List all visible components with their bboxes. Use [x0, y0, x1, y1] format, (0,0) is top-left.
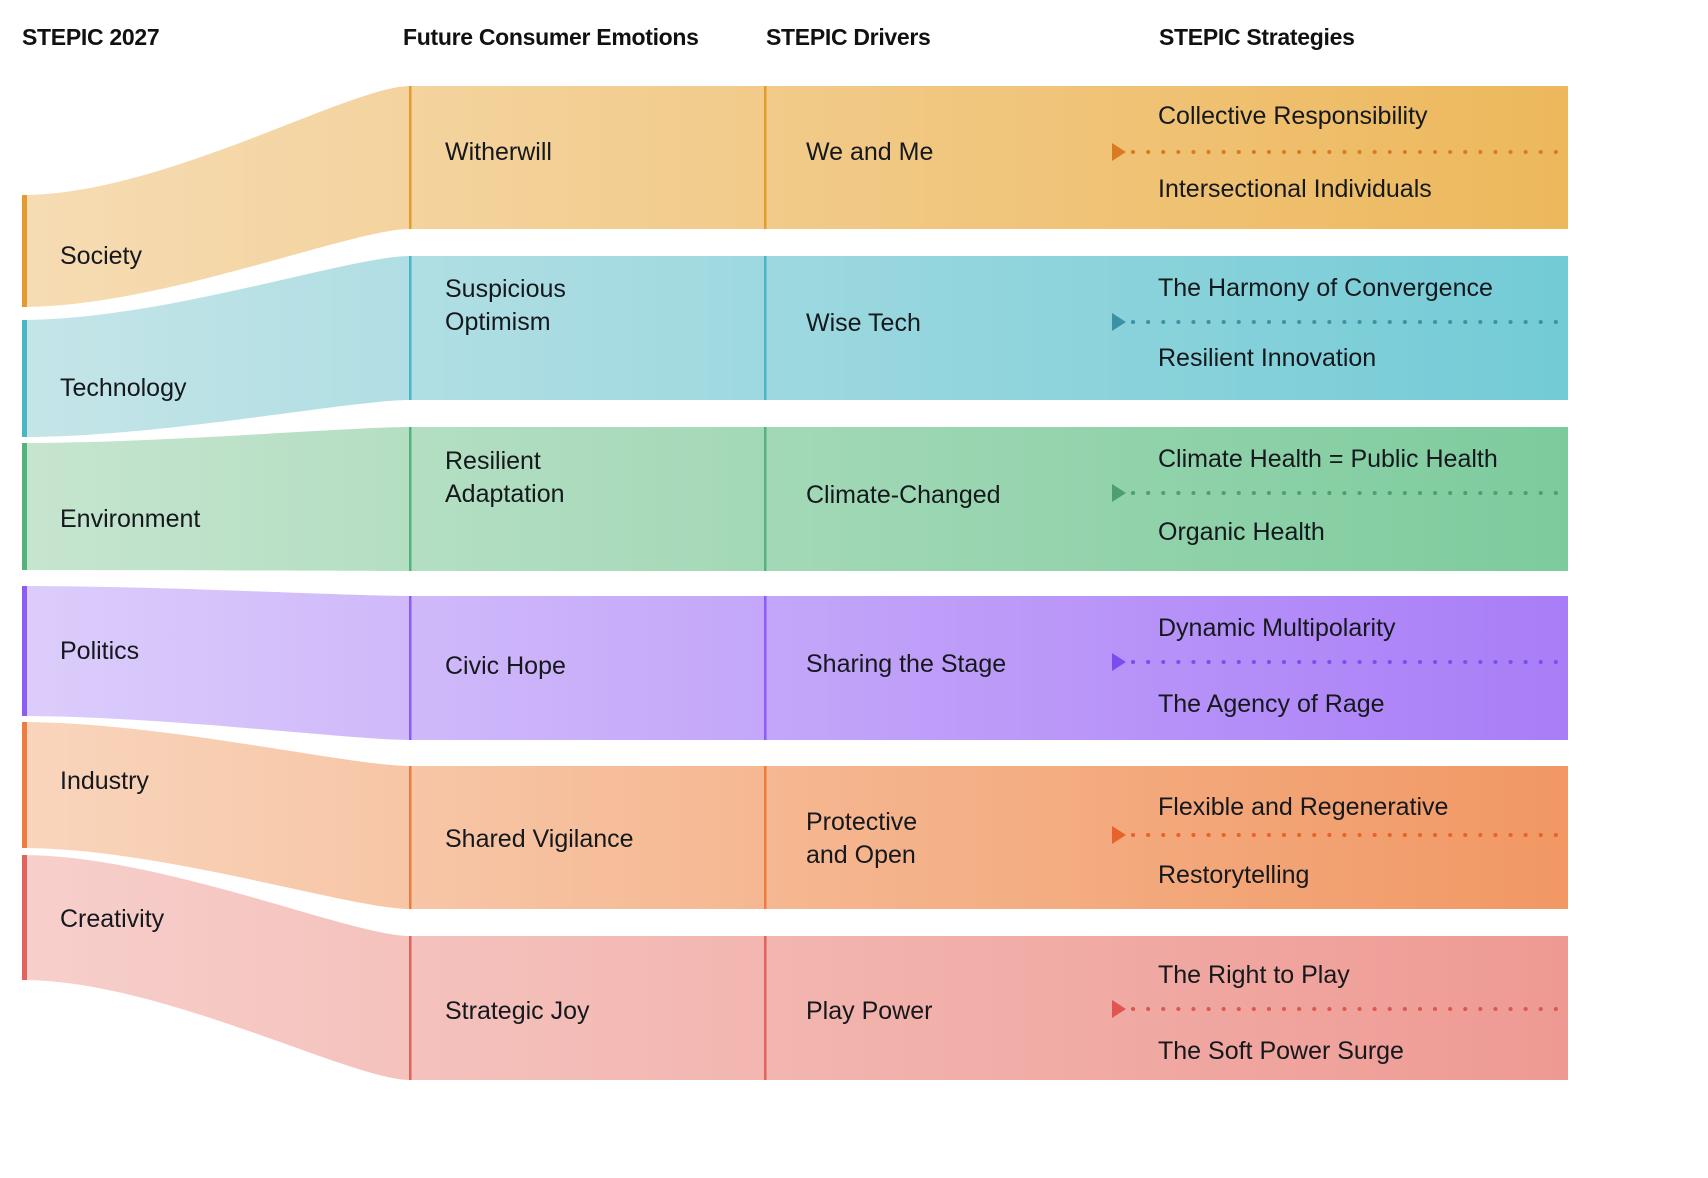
divider-emotions-society — [409, 86, 412, 229]
driver-label-environment[interactable]: Climate-Changed — [806, 481, 1001, 509]
strategy-arrow-environment — [1112, 484, 1126, 502]
source-label-industry[interactable]: Industry — [60, 767, 149, 795]
driver-label-politics[interactable]: Sharing the Stage — [806, 650, 1007, 678]
node-bar-politics[interactable] — [22, 586, 27, 716]
divider-drivers-creativity — [764, 936, 767, 1080]
source-label-politics[interactable]: Politics — [60, 637, 140, 665]
strategy-arrow-industry — [1112, 826, 1126, 844]
node-bar-environment[interactable] — [22, 443, 27, 570]
source-label-technology[interactable]: Technology — [60, 374, 187, 402]
strategy-arrow-technology — [1112, 313, 1126, 331]
emotion-label-environment[interactable]: Resilient Adaptation — [445, 447, 565, 508]
strategy-label-environment-1[interactable]: Organic Health — [1158, 518, 1325, 546]
driver-label-technology[interactable]: Wise Tech — [806, 309, 921, 337]
strategy-arrow-creativity — [1112, 1000, 1126, 1018]
emotion-label-industry[interactable]: Shared Vigilance — [445, 825, 634, 853]
node-bar-technology[interactable] — [22, 320, 27, 437]
emotion-label-creativity[interactable]: Strategic Joy — [445, 997, 590, 1025]
divider-drivers-technology — [764, 256, 767, 400]
source-label-society[interactable]: Society — [60, 242, 142, 270]
flow-band-industry[interactable] — [22, 722, 1568, 909]
node-bar-creativity[interactable] — [22, 855, 27, 980]
flow-band-creativity[interactable] — [22, 855, 1568, 1080]
divider-drivers-society — [764, 86, 767, 229]
divider-drivers-politics — [764, 596, 767, 740]
divider-drivers-environment — [764, 427, 767, 571]
emotion-label-politics[interactable]: Civic Hope — [445, 652, 566, 680]
strategy-label-technology-1[interactable]: Resilient Innovation — [1158, 344, 1377, 372]
column-header-future-consumer-emotions: Future Consumer Emotions — [403, 24, 699, 50]
emotion-label-technology[interactable]: Suspicious Optimism — [445, 275, 566, 336]
strategy-label-industry-0[interactable]: Flexible and Regenerative — [1158, 793, 1449, 821]
node-bar-society[interactable] — [22, 195, 27, 307]
flow-band-society[interactable] — [22, 86, 1568, 307]
strategy-arrow-society — [1112, 143, 1126, 161]
strategy-label-industry-1[interactable]: Restorytelling — [1158, 861, 1310, 889]
divider-drivers-industry — [764, 766, 767, 909]
column-header-stepic-drivers: STEPIC Drivers — [766, 24, 931, 50]
strategy-label-politics-0[interactable]: Dynamic Multipolarity — [1158, 614, 1396, 642]
strategy-label-politics-1[interactable]: The Agency of Rage — [1158, 690, 1385, 718]
strategy-arrow-politics — [1112, 653, 1126, 671]
divider-emotions-environment — [409, 427, 412, 571]
divider-emotions-technology — [409, 256, 412, 400]
driver-label-creativity[interactable]: Play Power — [806, 997, 933, 1025]
column-header-stepic-strategies: STEPIC Strategies — [1159, 24, 1355, 50]
flow-band-technology[interactable] — [22, 256, 1568, 437]
strategy-label-creativity-1[interactable]: The Soft Power Surge — [1158, 1037, 1404, 1065]
flow-band-environment[interactable] — [22, 427, 1568, 571]
source-label-creativity[interactable]: Creativity — [60, 905, 165, 933]
strategy-label-society-1[interactable]: Intersectional Individuals — [1158, 175, 1432, 203]
strategy-label-environment-0[interactable]: Climate Health = Public Health — [1158, 445, 1498, 473]
driver-label-industry[interactable]: Protective and Open — [806, 808, 918, 869]
strategy-label-technology-0[interactable]: The Harmony of Convergence — [1158, 274, 1493, 302]
emotion-label-society[interactable]: Witherwill — [445, 138, 552, 166]
divider-emotions-politics — [409, 596, 412, 740]
divider-emotions-creativity — [409, 936, 412, 1080]
column-header-stepic-2027: STEPIC 2027 — [22, 24, 160, 50]
driver-label-society[interactable]: We and Me — [806, 138, 934, 166]
divider-emotions-industry — [409, 766, 412, 909]
strategy-label-creativity-0[interactable]: The Right to Play — [1158, 961, 1350, 989]
node-bar-industry[interactable] — [22, 722, 27, 848]
flow-band-politics[interactable] — [22, 586, 1568, 740]
source-label-environment[interactable]: Environment — [60, 505, 201, 533]
strategy-label-society-0[interactable]: Collective Responsibility — [1158, 102, 1428, 130]
